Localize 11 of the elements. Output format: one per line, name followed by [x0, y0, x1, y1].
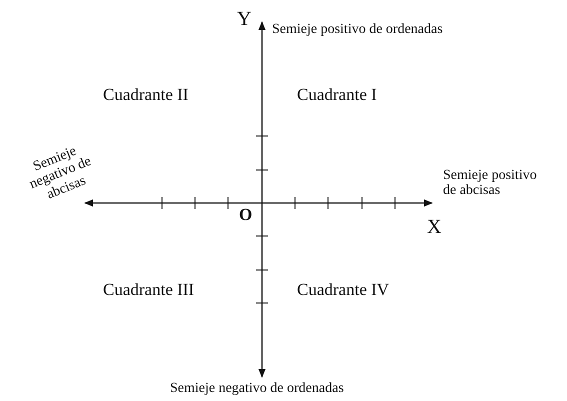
origin-label: O [239, 206, 252, 225]
quadrant-label: Cuadrante II [103, 86, 188, 105]
axis-label: Y [237, 8, 252, 30]
quadrant-label: Cuadrante IV [297, 281, 390, 300]
quadrant-label: Cuadrante I [297, 86, 377, 105]
axis-caption: Semieje positivo de ordenadas [272, 22, 443, 38]
axis-caption: Semieje negativo de ordenadas [170, 381, 344, 396]
axis-label: X [427, 216, 442, 238]
axis-caption: Semieje negativo de abcisas [26, 142, 95, 204]
axis-caption: Semieje positivo de abcisas [443, 168, 538, 199]
quadrant-label: Cuadrante III [103, 281, 194, 300]
